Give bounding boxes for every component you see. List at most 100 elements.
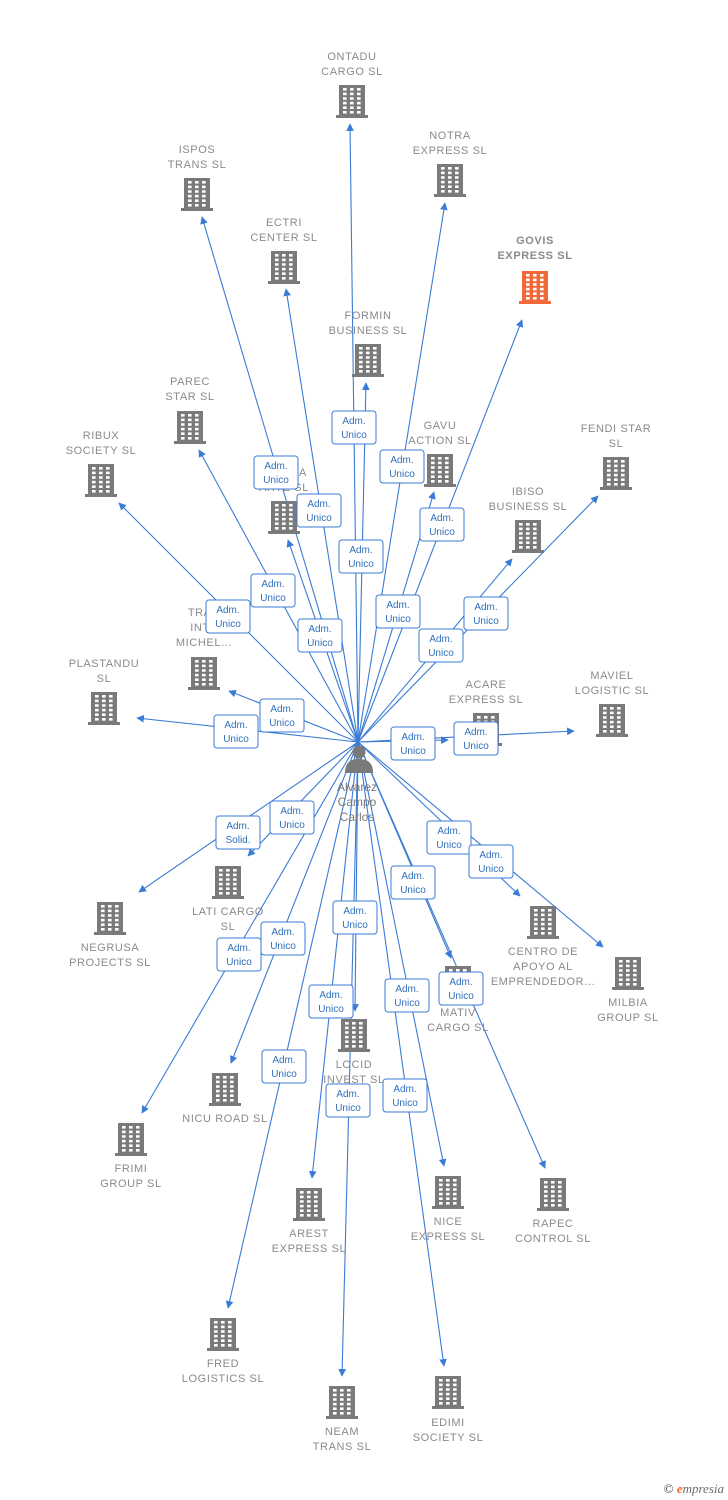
company-name-line: FRED (207, 1358, 239, 1370)
edge-role-label[interactable]: Adm.Unico (216, 937, 262, 972)
edge-role-label[interactable]: Adm.Unico (419, 507, 465, 542)
edge-role-label[interactable]: Adm.Unico (325, 1083, 371, 1118)
edge-role-label[interactable]: Adm.Solid. (215, 815, 261, 850)
building-icon (527, 906, 559, 939)
edge-label-line-2: Unico (271, 1069, 297, 1080)
company-name-line: STAR SL (165, 391, 214, 403)
company-name-line: LOGISTIC SL (575, 685, 649, 697)
edge-label-box (390, 865, 436, 900)
edge-role-label[interactable]: Adm.Unico (375, 594, 421, 629)
edge-role-label[interactable]: Adm.Unico (259, 698, 305, 733)
building-icon (537, 1178, 569, 1211)
edge-role-label[interactable]: Adm.Unico (253, 455, 299, 490)
person-node[interactable]: Alvarez Campo Carlos (337, 745, 377, 825)
edge-role-label[interactable]: Adm.Unico (338, 539, 384, 574)
edge-label-line-2: Unico (429, 527, 455, 538)
company-name-line: CARGO SL (427, 1022, 489, 1034)
building-icon (188, 657, 220, 690)
brand-logo-initial: e (676, 1481, 683, 1496)
edge-label-line-2: Unico (428, 648, 454, 659)
building-icon (326, 1386, 358, 1419)
edge-role-label[interactable]: Adm.Unico (332, 900, 378, 935)
edge-role-label[interactable]: Adm.Unico (296, 493, 342, 528)
company-name-line: PROJECTS SL (69, 957, 151, 969)
edge-role-label[interactable]: Adm.Unico (261, 1049, 307, 1084)
building-icon (209, 1073, 241, 1106)
edge-role-label[interactable]: Adm.Unico (418, 628, 464, 663)
company-name-line: EXPRESS SL (411, 1231, 485, 1243)
edge-label-box (213, 714, 259, 749)
edge-role-label[interactable]: Adm. Unico (390, 726, 436, 761)
edge-label-box (269, 800, 315, 835)
person-name-line-2: Campo (338, 795, 377, 809)
building-icon (432, 1176, 464, 1209)
company-name-line: RAPEC (533, 1218, 574, 1230)
edge-label-line-2: Unico (400, 746, 426, 757)
building-icon (596, 704, 628, 737)
edge-label-line-1: Adm. (264, 461, 287, 472)
edge-label-line-1: Adm. (319, 990, 342, 1001)
edge-label-line-1: Adm. (271, 927, 294, 938)
building-icon (338, 1019, 370, 1052)
edge-role-label[interactable]: Adm.Unico (379, 449, 425, 484)
company-name-line: AREST (289, 1228, 329, 1240)
edge-label-line-2: Unico (400, 885, 426, 896)
edge-label-line-1: Adm. (401, 732, 424, 743)
edge-role-label[interactable]: Adm.Unico (453, 721, 499, 756)
company-node-tran[interactable]: TRANINTEMICHEL... (176, 607, 232, 690)
edge-rapec (357, 741, 546, 1169)
edge-role-label[interactable]: Adm.Unico (205, 599, 251, 634)
edge-label-line-2: Unico (215, 619, 241, 630)
edge-role-label[interactable]: Adm.Unico (382, 1078, 428, 1113)
edge-role-label[interactable]: Adm.Unico (269, 800, 315, 835)
edge-role-label[interactable]: Adm.Unico (250, 573, 296, 608)
edge-label-box (384, 978, 430, 1013)
edge-label-line-1: Adm. (342, 416, 365, 427)
edge-role-label[interactable]: Adm.Unico (297, 618, 343, 653)
edge-label-line-2: Unico (318, 1004, 344, 1015)
building-icon (94, 902, 126, 935)
edge-role-label[interactable]: Adm.Unico (468, 844, 514, 879)
edge-lati (247, 741, 359, 857)
edge-role-label[interactable]: Adm.Unico (213, 714, 259, 749)
edge-role-label[interactable]: Adm.Unico (331, 410, 377, 445)
edge-role-label[interactable]: Adm.Unico (390, 865, 436, 900)
company-name-line: TRANS SL (168, 159, 227, 171)
edge-role-label[interactable]: Adm.Unico (438, 971, 484, 1006)
edge-role-label[interactable]: Adm.Unico (260, 921, 306, 956)
edge-role-label[interactable]: Adm.Unico (463, 596, 509, 631)
building-icon (424, 454, 456, 487)
edge-role-label[interactable]: Adm. Unico (308, 984, 354, 1019)
company-node-nicu[interactable]: NICU ROAD SL (182, 1073, 267, 1125)
edge-role-label[interactable]: Adm.Unico (384, 978, 430, 1013)
building-icon (268, 501, 300, 534)
edge-role-label[interactable]: Adm.Unico (426, 820, 472, 855)
edge-arest (308, 741, 359, 1179)
company-name-line: EXPRESS SL (413, 145, 487, 157)
